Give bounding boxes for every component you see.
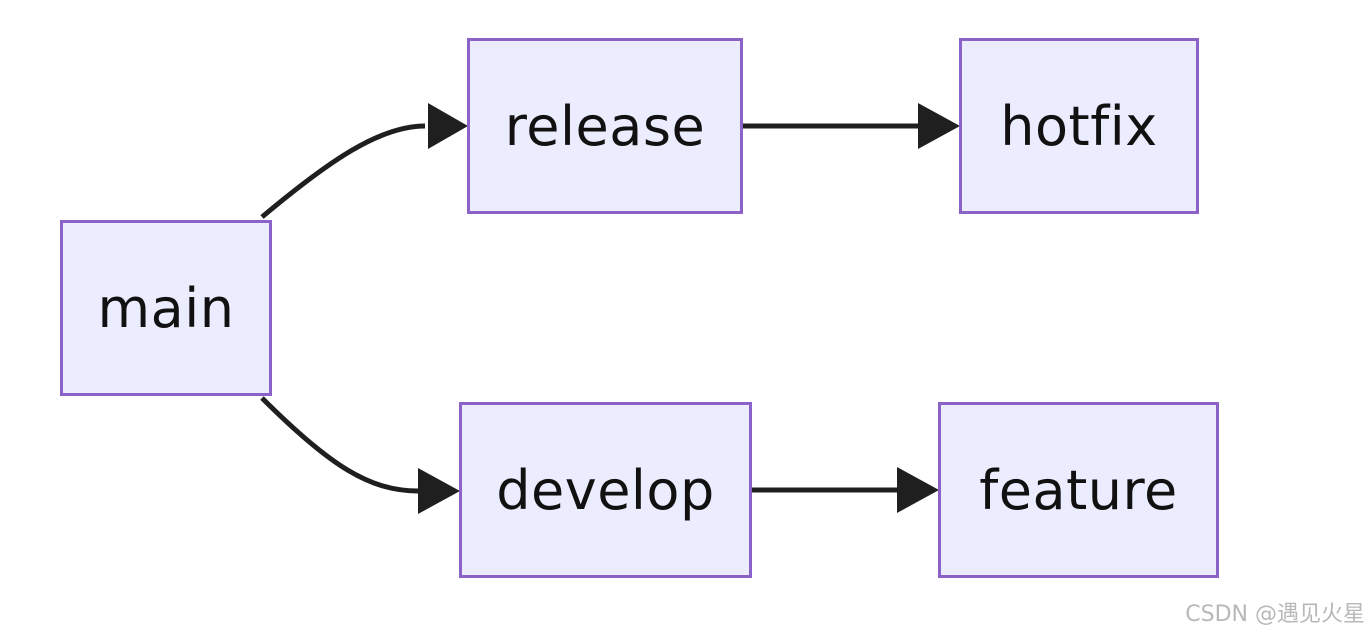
node-main[interactable]: main (60, 220, 272, 396)
edge-main-release (260, 123, 426, 219)
edge-main-develop (260, 396, 419, 494)
node-release[interactable]: release (467, 38, 743, 214)
node-develop[interactable]: develop (459, 402, 752, 578)
node-feature[interactable]: feature (938, 402, 1219, 578)
edge-release-hotfix-arrowhead (918, 103, 960, 149)
edge-main-release-arrowhead (428, 103, 468, 149)
watermark-text: CSDN @遇见火星 (1185, 602, 1365, 627)
edge-develop-feature-arrowhead (897, 467, 939, 513)
node-release-label: release (504, 94, 706, 158)
node-develop-label: develop (496, 458, 715, 522)
edge-main-develop-arrowhead (418, 468, 460, 514)
node-hotfix[interactable]: hotfix (959, 38, 1199, 214)
node-feature-label: feature (979, 458, 1178, 522)
node-main-label: main (97, 276, 235, 340)
node-hotfix-label: hotfix (1000, 94, 1158, 158)
